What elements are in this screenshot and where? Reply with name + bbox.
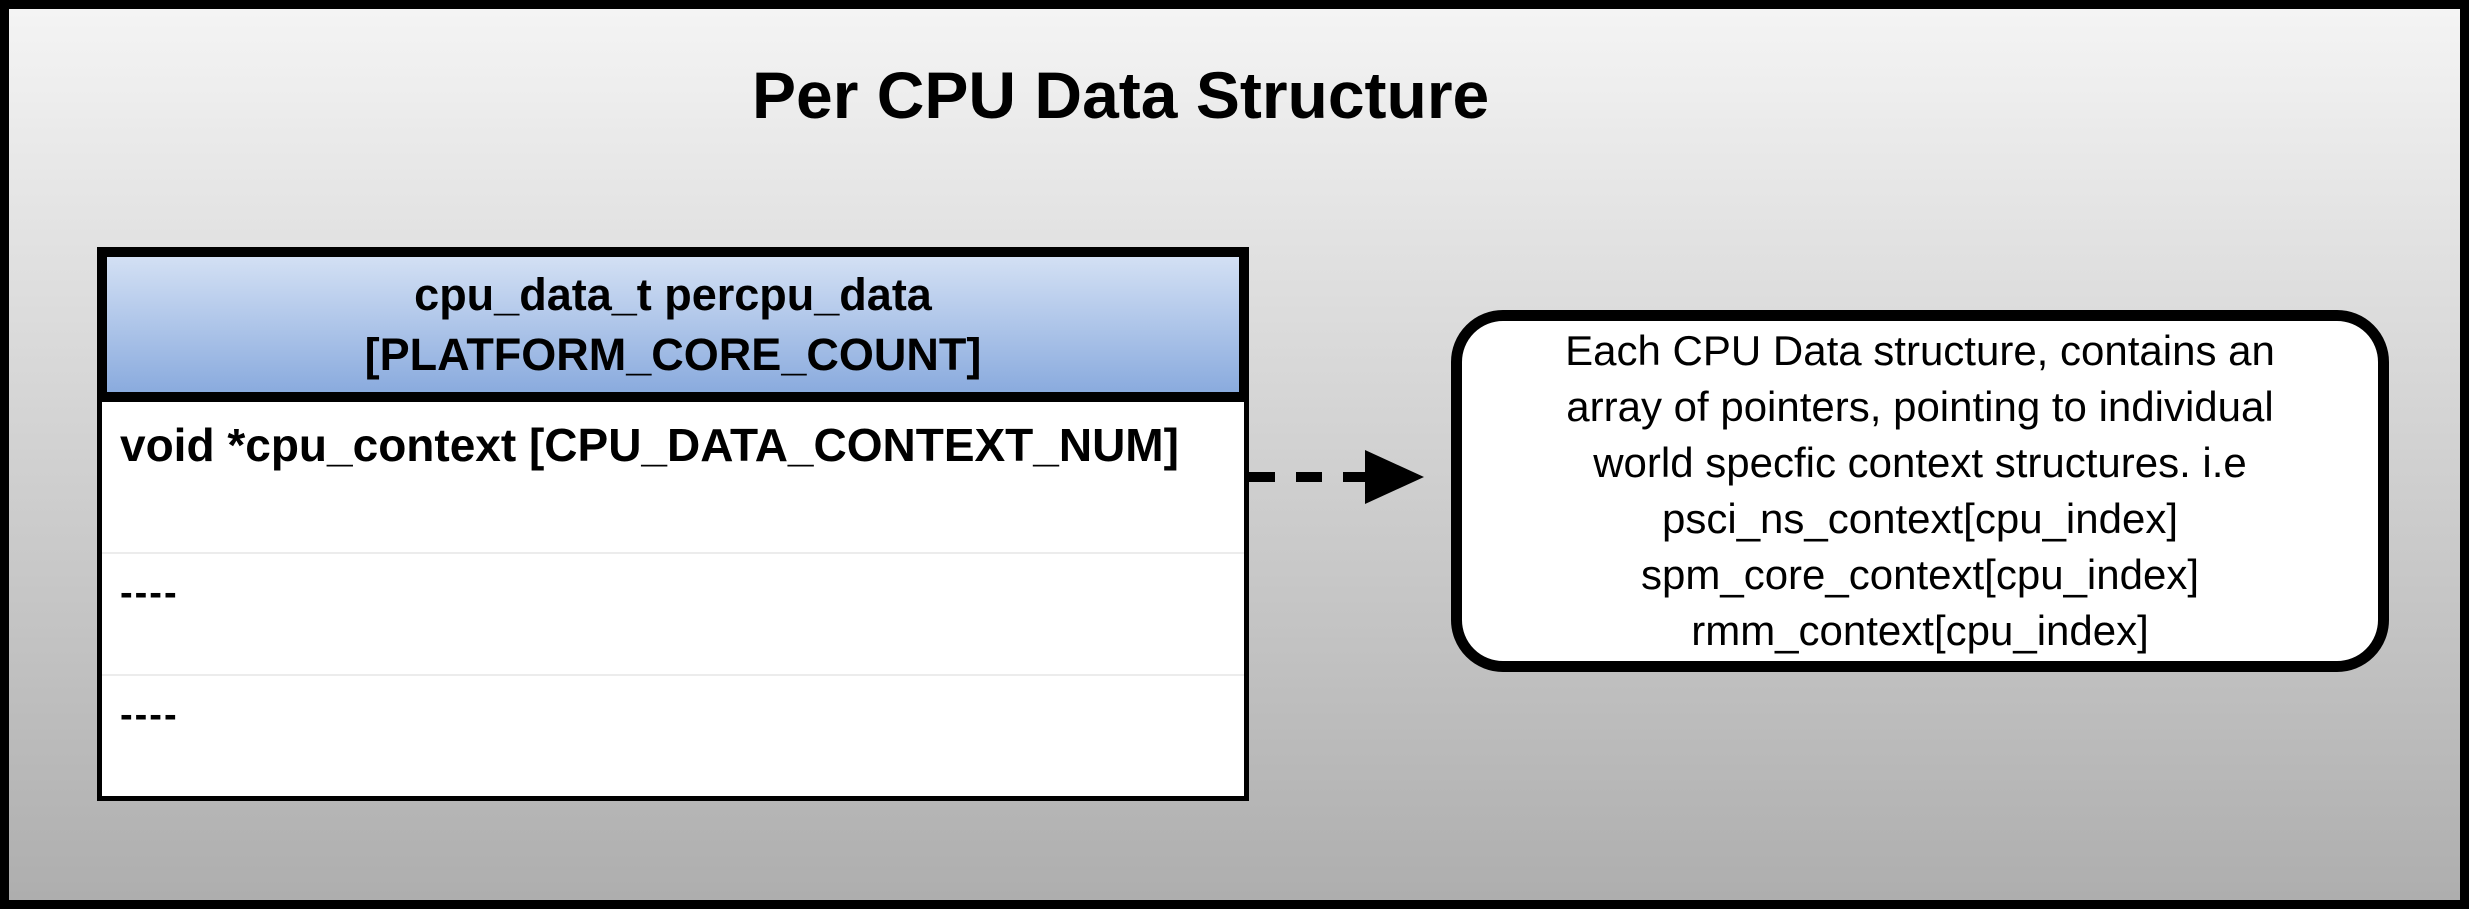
diagram-title: Per CPU Data Structure xyxy=(752,58,1490,132)
callout-line-5: spm_core_context[cpu_index] xyxy=(1641,551,2199,598)
struct-header-line2: [PLATFORM_CORE_COUNT] xyxy=(364,328,982,380)
callout-line-6: rmm_context[cpu_index] xyxy=(1691,607,2149,654)
callout-line-2: array of pointers, pointing to individua… xyxy=(1566,383,2274,430)
struct-row-placeholder-1-label: ---- xyxy=(120,572,179,614)
callout-line-4: psci_ns_context[cpu_index] xyxy=(1662,495,2178,542)
struct-header: cpu_data_t percpu_data [PLATFORM_CORE_CO… xyxy=(97,247,1249,402)
struct-row-placeholder-1: ---- xyxy=(102,552,1244,674)
dashed-arrow-icon xyxy=(1249,450,1424,504)
struct-header-line1: cpu_data_t percpu_data xyxy=(414,268,932,320)
struct-row-placeholder-2-label: ---- xyxy=(120,694,179,736)
struct-row-placeholder-2: ---- xyxy=(102,674,1244,796)
struct-body: void *cpu_context [CPU_DATA_CONTEXT_NUM]… xyxy=(97,402,1249,801)
callout-line-1: Each CPU Data structure, contains an xyxy=(1565,327,2275,374)
callout-line-3: world specfic context structures. i.e xyxy=(1593,439,2247,486)
struct-row-cpu-context-label: void *cpu_context [CPU_DATA_CONTEXT_NUM] xyxy=(120,419,1179,471)
percpu-struct-table: cpu_data_t percpu_data [PLATFORM_CORE_CO… xyxy=(97,247,1249,801)
annotation-callout: Each CPU Data structure, contains an arr… xyxy=(1451,310,2389,672)
struct-row-cpu-context: void *cpu_context [CPU_DATA_CONTEXT_NUM] xyxy=(102,402,1244,552)
